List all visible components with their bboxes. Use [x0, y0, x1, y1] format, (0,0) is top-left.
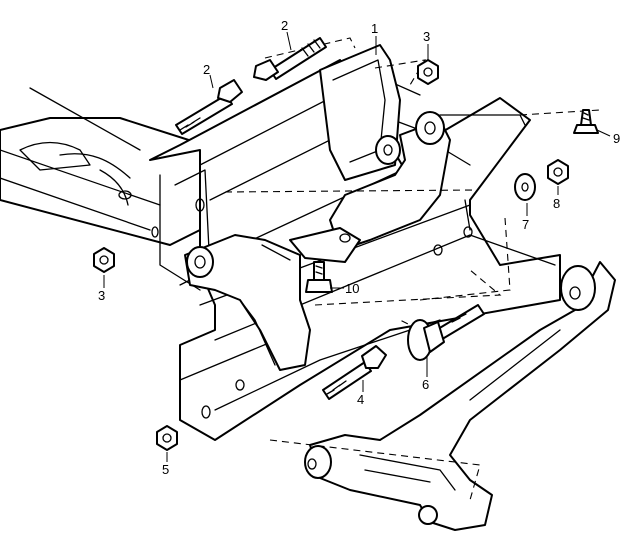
callout-9: 9 — [613, 131, 620, 146]
lower-control-arm — [304, 261, 616, 531]
hex-nut-5 — [156, 425, 178, 451]
left-bearing-arm — [184, 234, 311, 371]
hex-nut-3-top — [417, 59, 439, 85]
hex-nut-3-left — [93, 247, 115, 273]
center-bracket — [289, 227, 361, 263]
callout-2-left: 2 — [203, 62, 210, 77]
callout-6: 6 — [422, 377, 429, 392]
hex-bolt-2-top — [253, 37, 327, 81]
eccentric-bolt-6 — [407, 304, 485, 361]
callout-3-left: 3 — [98, 288, 105, 303]
callout-4: 4 — [357, 392, 364, 407]
callout-leaders — [103, 31, 611, 462]
washer-7 — [514, 173, 536, 201]
callout-8: 8 — [553, 196, 560, 211]
hex-bolt-2-left — [175, 79, 243, 135]
hex-bolt-4 — [322, 345, 387, 400]
control-link-arm — [329, 111, 451, 251]
callout-10: 10 — [345, 281, 359, 296]
hex-nut-8 — [547, 159, 569, 185]
callout-1: 1 — [371, 21, 378, 36]
callout-labels: 1 2 2 3 3 4 5 6 7 8 9 10 — [98, 18, 620, 477]
self-tapping-screw-9 — [573, 109, 599, 134]
bolt-10 — [305, 261, 333, 293]
callout-5: 5 — [162, 462, 169, 477]
callout-2-top: 2 — [281, 18, 288, 33]
callout-3-top: 3 — [423, 29, 430, 44]
callout-7: 7 — [522, 217, 529, 232]
